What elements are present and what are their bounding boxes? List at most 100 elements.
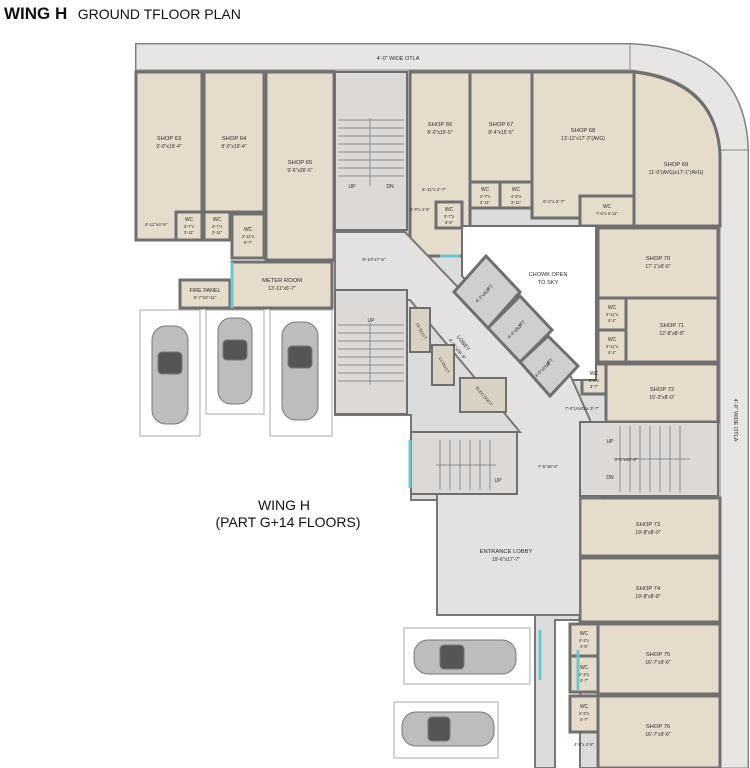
lift-1-label: LIFT [484, 284, 496, 296]
lift-2-label: LIFT [516, 320, 528, 332]
shop-size-65: 9'-6"x26'-5" [287, 168, 312, 174]
stair-right [579, 421, 719, 497]
wc-12 [568, 654, 600, 694]
ff-duct [409, 307, 431, 353]
wc-size-9a: 3'-11"x [606, 344, 619, 349]
glazing [230, 254, 580, 690]
wc-size-2b: 3'-11" [212, 230, 223, 235]
wc-label-3: WC [244, 227, 253, 233]
stair-top [334, 71, 408, 231]
stair-middle [334, 289, 408, 415]
shop-label-73: SHOP 73 [636, 522, 660, 528]
shop-size-64: 8'-0"x19'-4" [221, 144, 246, 150]
wc-8 [596, 296, 628, 332]
shop-70 [596, 226, 720, 300]
wc-size-5a: 4'-5"x [511, 194, 522, 199]
shop-69 [632, 70, 722, 228]
fire-panel-room [178, 278, 232, 310]
chowk-label-1: CHOWK OPEN [529, 272, 568, 278]
meter-room-size: 13'-11"x6'-7" [268, 286, 296, 292]
shop-size-66: 8'-0"x15'-5" [427, 130, 452, 136]
meter-room [230, 260, 334, 310]
plan-subtitle: GROUND TFLOOR PLAN [77, 6, 241, 22]
meter-room-label: METER ROOM [262, 278, 302, 284]
stair-dn-4: DN [606, 475, 614, 481]
wc-size-12a: 4'-3"x [579, 672, 590, 677]
wc-size-10b: 3'-7" [590, 384, 599, 389]
entrance-lobby-size: 19'-6"x17'-7" [492, 557, 520, 563]
shop-label-68: SHOP 68 [571, 128, 595, 134]
wc-size-4b: 3'-11" [480, 200, 491, 205]
stair-up-4: UP [607, 439, 615, 445]
wc-size-8b: 4'-1" [608, 318, 617, 323]
wc-size-1a: 3'-7"x [184, 224, 195, 229]
wc-size-9b: 4'-1" [608, 350, 617, 355]
shop-size-73: 19'-8"x8'-0" [635, 530, 660, 536]
wc-13 [568, 694, 600, 734]
dim-7: 7'-0"(AVG)x 3'-7" [565, 406, 600, 411]
shop-size-71: 12'-8"x8'-8" [659, 331, 684, 337]
wing-label-line1: WING H [258, 497, 310, 513]
wc-label-10: WC [590, 371, 599, 377]
wc-size-10a: 3'-0"x [589, 378, 600, 383]
lift-3-label: LIFT [544, 358, 556, 370]
shop-size-70: 17'-1"x9'-6" [645, 264, 670, 270]
stair-up-3: UP [495, 478, 503, 484]
fire-panel-label: FIRE PANEL [189, 288, 220, 294]
plan-title: WING H GROUND TFLOOR PLAN [4, 4, 241, 26]
entrance-lobby-label: ENTRANCE LOBBY [480, 549, 533, 555]
wc-4 [468, 180, 502, 210]
shop-label-66: SHOP 66 [428, 122, 452, 128]
shop-72 [604, 362, 720, 424]
dim-2: 6'-11"x 2'-7" [422, 187, 446, 192]
dim-3: 2'-9"x 4'-5" [410, 207, 430, 212]
fire-panel-size: 6'-7"x3'-11" [194, 295, 217, 300]
wc-labels: WC 3'-7"x 3'-11" WC 3'-7"x 3'-11" WC 3'-… [184, 187, 619, 722]
shop-74 [578, 556, 722, 624]
shop-71 [624, 296, 720, 364]
lift-3 [517, 333, 581, 399]
chowk-label-2: TO SKY [538, 280, 559, 286]
stair-lower [410, 431, 518, 495]
elec-duct [459, 377, 507, 413]
shop-size-76: 16'-7"x9'-6" [645, 732, 670, 738]
dim-9: 4'-5"x 4'-5" [574, 742, 594, 747]
wc-label-5: WC [512, 187, 521, 193]
shop-label-72: SHOP 72 [650, 387, 674, 393]
wing-title: WING H [4, 4, 68, 23]
wc-size-6a: 3'-7"x [444, 214, 455, 219]
lv-duct [431, 344, 455, 386]
otla-right-label: 4'-0" WIDE OTLA [732, 399, 738, 442]
shop-label-71: SHOP 71 [660, 323, 684, 329]
wc-label-4: WC [481, 187, 490, 193]
wc-size-3a: 3'-11"x [242, 234, 255, 239]
car-2 [217, 317, 253, 405]
shop-label-69: SHOP 69 [664, 162, 688, 168]
shop-label-64: SHOP 64 [222, 136, 247, 142]
wc-label-2: WC [213, 217, 222, 223]
shop-size-72: 15'-3"x8'-0" [649, 395, 674, 401]
wing-label-line2: (PART G+14 FLOORS) [215, 514, 360, 530]
wc-size-6b: 3'-5" [445, 220, 454, 225]
wc-label-13: WC [580, 704, 589, 710]
right-otla [719, 149, 749, 768]
dim-4: 6'-1"x 2'-7" [543, 199, 565, 204]
wc-9 [596, 328, 628, 364]
top-otla [135, 43, 631, 71]
car-1 [151, 325, 189, 425]
shop-size-74: 19'-8"x8'-8" [635, 594, 660, 600]
wc-size-2a: 3'-7"x [212, 224, 223, 229]
wc-size-13b: 4'-7" [580, 717, 589, 722]
shop-label-63: SHOP 63 [157, 136, 181, 142]
wc-2 [202, 210, 232, 242]
wc-size-13a: 4'-3"x [579, 711, 590, 716]
otla-top-label: 4'-0" WIDE OTLA [377, 56, 420, 62]
shop-64 [202, 70, 266, 214]
shop-label-70: SHOP 70 [646, 256, 670, 262]
shop-label-74: SHOP 74 [636, 586, 661, 592]
wc-7 [578, 194, 636, 228]
wc-size-11b: 4'-5" [580, 644, 589, 649]
wc-size-7a: 7'-5"x 3'-11" [596, 211, 618, 216]
shop-label-65: SHOP 65 [288, 160, 312, 166]
